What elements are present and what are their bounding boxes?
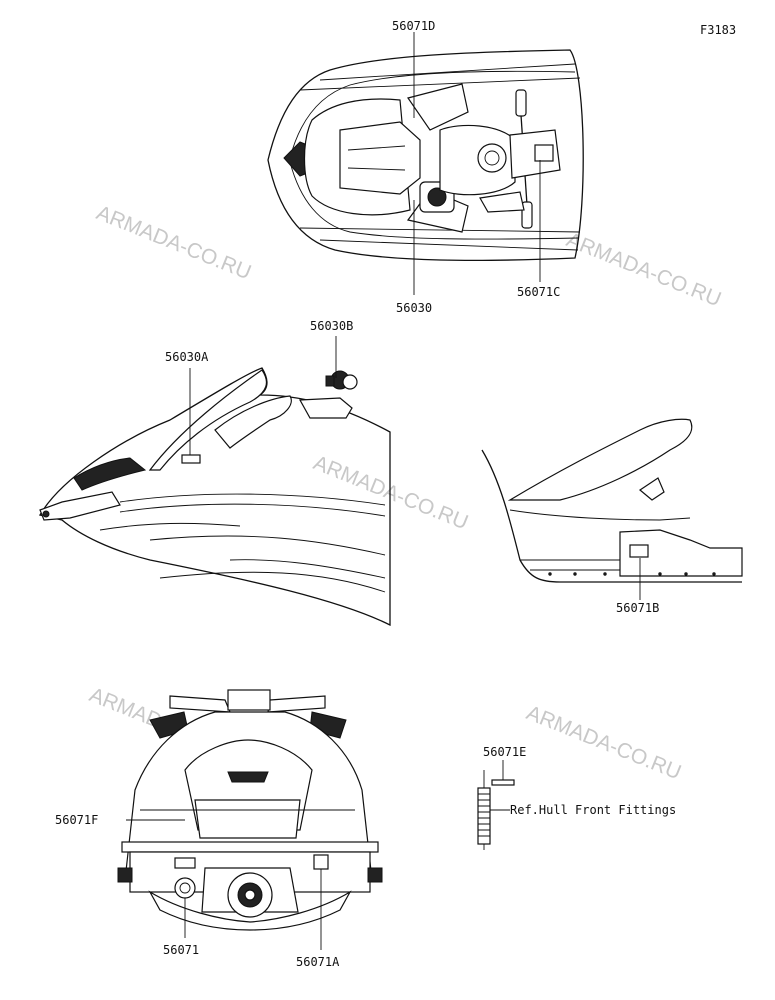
label-56071b: 56071B — [616, 601, 659, 615]
top-view — [267, 49, 584, 262]
watermark-3: ARMADA-CO.RU — [310, 451, 471, 534]
label-56071d: 56071D — [392, 19, 435, 33]
label-56030: 56030 — [396, 301, 432, 315]
watermark-1: ARMADA-CO.RU — [93, 201, 254, 284]
watermark-5: ARMADA-CO.RU — [523, 701, 684, 784]
label-ref-hull-front-fittings: Ref.Hull Front Fittings — [510, 803, 676, 817]
rear-detail — [481, 418, 743, 583]
label-56071e: 56071E — [483, 745, 526, 759]
label-56030b: 56030B — [310, 319, 353, 333]
label-56030a: 56030A — [165, 350, 209, 364]
rear-view — [117, 689, 383, 931]
label-56071f: 56071F — [55, 813, 98, 827]
label-56071c: 56071C — [517, 285, 560, 299]
label-56071: 56071 — [163, 943, 199, 957]
figure-code: F3183 — [700, 23, 736, 37]
fittings-detail — [477, 770, 515, 850]
side-view — [38, 367, 391, 627]
watermark-2: ARMADA-CO.RU — [563, 228, 724, 311]
label-56071a: 56071A — [296, 955, 340, 969]
